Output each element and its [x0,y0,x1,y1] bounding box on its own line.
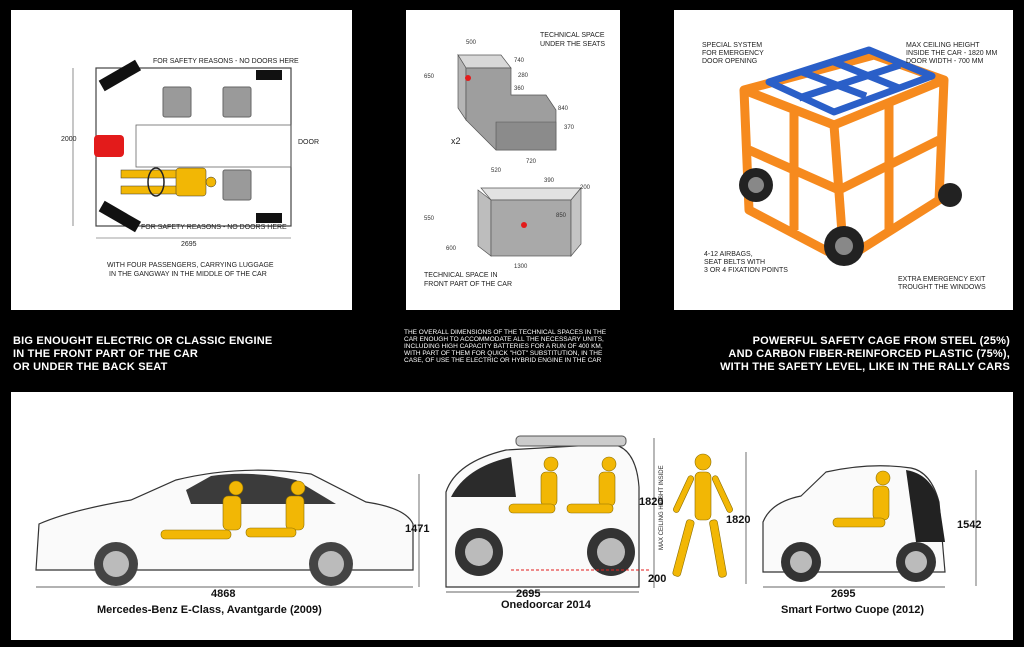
svg-text:840: 840 [558,106,569,112]
svg-text:Onedoorcar 2014: Onedoorcar 2014 [501,599,592,611]
safety-cage-carbon [765,46,936,116]
floor-plan-panel: 2000 2695 DOOR FOR SAFETY REASONS - NO D… [11,10,352,310]
caption-engine-3: OR UNDER THE BACK SEAT [13,361,168,373]
seat-front-left [222,86,252,118]
caption-cage-1: POWERFUL SAFETY CAGE FROM STEEL (25%) [752,335,1010,347]
svg-text:1300: 1300 [514,264,528,270]
label-exit-1: EXTRA EMERGENCY EXIT [898,276,986,283]
caption-tech-5: CASE, OF USE THE ELECTRIC OR HYBRID ENGI… [404,357,602,364]
seat-front-right [222,169,252,201]
svg-text:550: 550 [424,216,435,222]
tech-space-seats-box [457,53,557,151]
svg-text:Smart Fortwo Cuope (2012): Smart Fortwo Cuope (2012) [781,604,924,616]
standing-person-figure [672,453,733,578]
svg-text:740: 740 [514,58,525,64]
svg-text:2695: 2695 [181,241,197,248]
note-no-doors-bottom: FOR SAFETY REASONS - NO DOORS HERE [141,224,287,231]
comparison-panel: 4868 1471 Mercedes-Benz E-Class, Avantga… [11,392,1013,640]
label-airbags-2: SEAT BELTS WITH [704,259,766,266]
label-airbags-3: 3 OR 4 FIXATION POINTS [704,267,788,274]
caption-engine-1: BIG ENOUGHT ELECTRIC OR CLASSIC ENGINE [13,335,273,347]
svg-text:x2: x2 [451,136,461,146]
svg-text:600: 600 [446,246,457,252]
mercedes-car [35,469,414,586]
label-space-seats-2: UNDER THE SEATS [540,41,606,48]
caption-engine-2: IN THE FRONT PART OF THE CAR [13,348,199,360]
label-exit-2: TROUGHT THE WINDOWS [898,284,986,291]
label-ceiling-2: INSIDE THE CAR - 1820 MM [906,50,998,57]
svg-text:720: 720 [526,159,537,165]
floor-plan-drawing: 2000 2695 DOOR [61,59,319,248]
label-ceiling-3: DOOR WIDTH - 700 MM [906,58,984,65]
label-space-seats-1: TECHNICAL SPACE [540,32,605,39]
svg-text:4868: 4868 [211,588,235,600]
caption-cage-3: WITH THE SAFETY LEVEL, LIKE IN THE RALLY… [720,361,1010,373]
label-special-system-3: DOOR OPENING [702,58,758,65]
svg-text:1471: 1471 [405,523,429,535]
label-airbags-1: 4-12 AIRBAGS, [704,251,753,258]
svg-text:520: 520 [491,168,502,174]
svg-text:1820: 1820 [639,496,663,508]
svg-text:1820: 1820 [726,514,750,526]
svg-text:200: 200 [580,185,591,191]
svg-text:2000: 2000 [61,136,77,143]
technical-space-panel: x2 500 740 650 280 360 840 370 720 520 3… [406,10,620,310]
technical-space-drawing: x2 500 740 650 280 360 840 370 720 520 3… [424,40,591,270]
svg-text:370: 370 [564,125,575,131]
comparison-drawing: 4868 1471 Mercedes-Benz E-Class, Avantga… [35,435,981,616]
floor-plan-caption-2: IN THE GANGWAY IN THE MIDDLE OF THE CAR [109,271,267,278]
label-special-system-2: FOR EMERGENCY [702,50,764,57]
svg-text:360: 360 [514,86,525,92]
smart-car [762,465,946,582]
note-no-doors-top: FOR SAFETY REASONS - NO DOORS HERE [153,58,299,65]
svg-text:2695: 2695 [516,588,540,600]
seat-rear-left [162,86,192,118]
caption-tech-1: THE OVERALL DIMENSIONS OF THE TECHNICAL … [404,329,607,336]
label-ceiling-1: MAX CEILING HEIGHT [906,42,980,49]
no-door-bar-top [98,59,142,92]
caption-cage-2: AND CARBON FIBER-REINFORCED PLASTIC (75%… [728,348,1010,360]
caption-tech-4: WITH PART OF THEM FOR QUICK "HOT" SUBSTI… [404,350,603,357]
svg-text:Mercedes-Benz E-Class, Avantga: Mercedes-Benz E-Class, Avantgarde (2009) [97,604,322,616]
label-space-front-2: FRONT PART OF THE CAR [424,281,513,288]
cage-wheels [739,168,962,266]
svg-text:MAX CEILING HEIGHT INSIDE: MAX CEILING HEIGHT INSIDE [659,465,665,550]
svg-text:200: 200 [648,573,666,585]
safety-cage-panel: SPECIAL SYSTEM FOR EMERGENCY DOOR OPENIN… [674,10,1013,310]
svg-text:2695: 2695 [831,588,855,600]
svg-text:650: 650 [424,74,435,80]
passenger-figure [120,167,217,197]
svg-text:390: 390 [544,178,555,184]
caption-tech-2: CAR ENOUGH TO ACCOMMODATE ALL THE NECESS… [404,336,604,343]
svg-text:280: 280 [518,73,529,79]
label-special-system-1: SPECIAL SYSTEM [702,42,763,49]
svg-text:DOOR: DOOR [298,139,319,146]
onedoor-car [445,435,651,588]
engine-block [94,135,124,157]
svg-text:850: 850 [556,213,567,219]
label-space-front-1: TECHNICAL SPACE IN [424,272,498,279]
no-door-bar-bottom [98,200,142,233]
svg-text:500: 500 [466,40,477,46]
tech-space-front-box [477,187,582,257]
safety-cage-drawing [739,46,962,266]
caption-tech-3: INCLUDING HIGH CAPACITY BATTERIES FOR A … [404,343,603,350]
svg-text:1542: 1542 [957,519,981,531]
floor-plan-caption-1: WITH FOUR PASSENGERS, CARRYING LUGGAGE [107,262,274,269]
